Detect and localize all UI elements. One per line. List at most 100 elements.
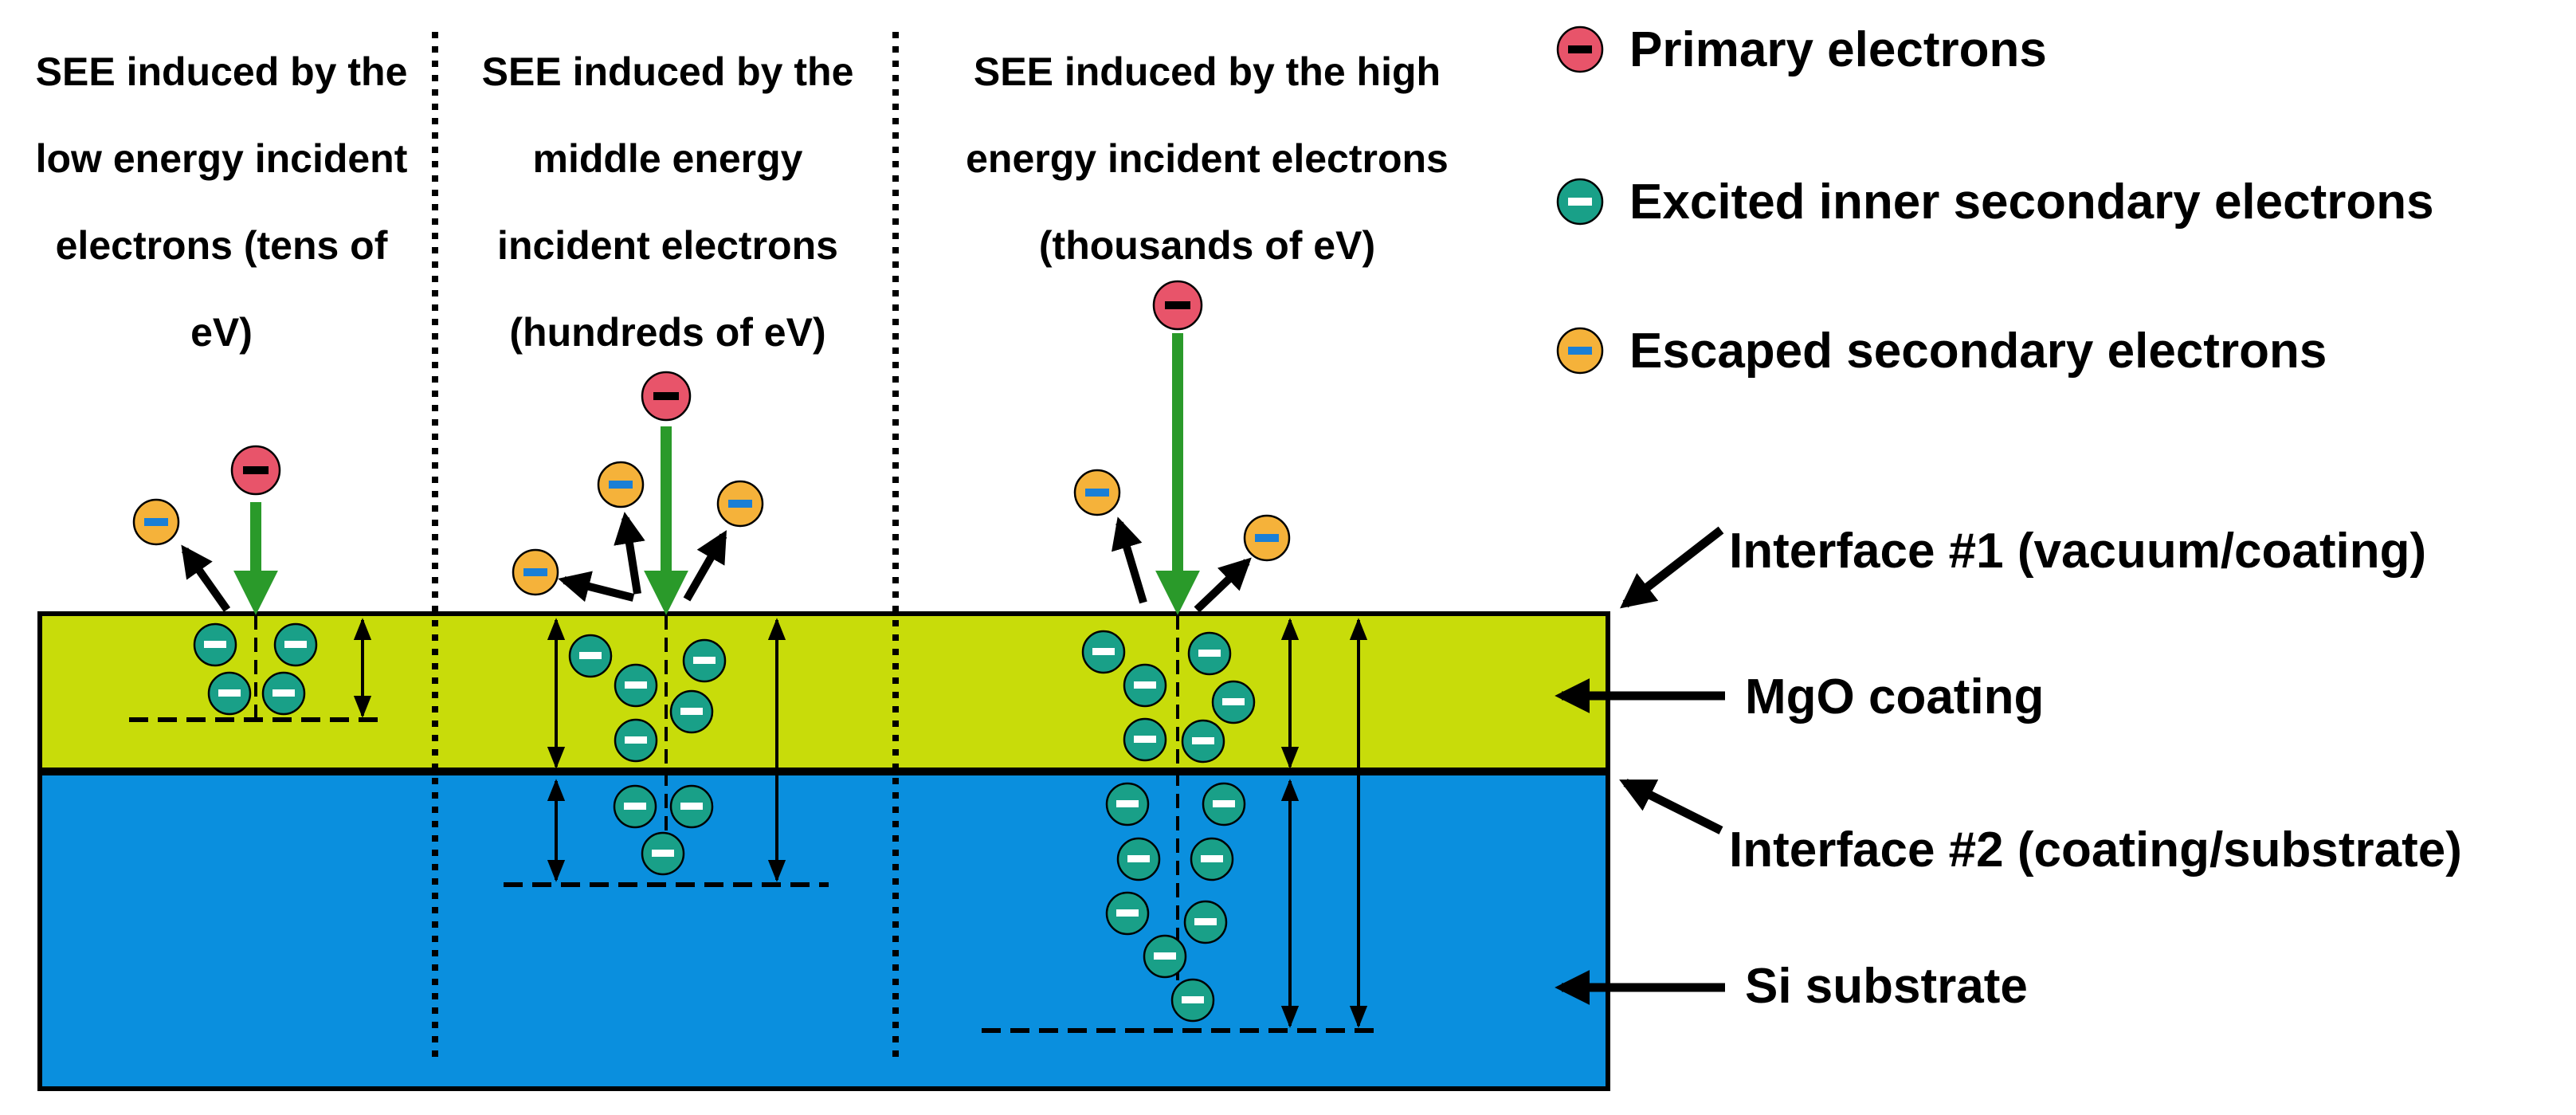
minus-mark	[1213, 800, 1235, 807]
escaped-electron	[716, 480, 764, 528]
escaped-electron	[1073, 469, 1121, 516]
inner-electron	[207, 671, 252, 716]
inner-electron	[193, 622, 237, 667]
middle-energy-scene	[504, 371, 829, 887]
minus-mark	[652, 850, 674, 857]
minus-mark	[243, 466, 269, 474]
primary-electron	[230, 445, 281, 496]
inner-electron	[1190, 837, 1234, 881]
minus-mark	[218, 689, 241, 697]
minus-mark	[1194, 918, 1217, 925]
minus-mark	[1192, 737, 1214, 744]
escaped-electron	[1243, 514, 1291, 562]
minus-mark	[1222, 698, 1245, 705]
primary-electron	[1152, 280, 1203, 331]
inner-electron	[614, 718, 658, 763]
inner-electron	[1183, 900, 1228, 944]
minus-mark	[680, 708, 703, 715]
minus-mark	[624, 803, 646, 810]
minus-mark	[653, 392, 679, 400]
minus-mark	[1198, 650, 1221, 657]
minus-mark	[680, 803, 703, 810]
column-heading-middle: SEE induced by the middle energy inciden…	[482, 49, 854, 355]
inner-electron	[261, 671, 306, 716]
interface-1-pointer	[1620, 526, 1724, 609]
escape-arrow	[181, 544, 231, 612]
escape-arrow	[1194, 557, 1252, 613]
minus-mark	[272, 689, 295, 697]
minus-mark	[625, 681, 647, 689]
inner-electron	[614, 663, 658, 708]
inner-electron	[613, 784, 657, 829]
heading-line: energy incident electrons	[966, 136, 1449, 181]
heading-line: electrons (tens of	[56, 223, 388, 268]
low-energy-scene	[129, 445, 386, 722]
minus-mark	[693, 657, 716, 664]
inner-electron	[273, 622, 318, 667]
escaped-electron	[512, 548, 559, 596]
heading-line: incident electrons	[497, 223, 838, 268]
column-heading-low: SEE induced by the low energy incident e…	[36, 49, 408, 355]
inner-electron	[1081, 630, 1126, 674]
heading-line: middle energy	[533, 136, 803, 181]
interface-1-label: Interface #1 (vacuum/coating)	[1729, 524, 2426, 579]
inner-electron	[1116, 837, 1161, 881]
inner-electron	[1123, 717, 1167, 762]
inner-electron	[1181, 719, 1225, 764]
minus-mark	[204, 641, 226, 648]
column-heading-high: SEE induced by the high energy incident …	[966, 49, 1449, 268]
minus-mark	[1568, 347, 1592, 355]
high-energy-scene	[982, 280, 1378, 1033]
minus-mark	[1092, 648, 1115, 655]
si-substrate-label: Si substrate	[1745, 959, 2028, 1014]
mgo-coating-label: MgO coating	[1745, 669, 2044, 724]
heading-line: SEE induced by the high	[974, 49, 1441, 94]
legend-escaped-secondary: Escaped secondary electrons	[1556, 324, 2327, 379]
minus-mark	[144, 518, 168, 526]
minus-mark	[1165, 301, 1190, 309]
inner-electron	[1105, 891, 1150, 936]
minus-mark	[1182, 996, 1204, 1003]
inner-electron	[1170, 978, 1215, 1023]
inner-electron	[1187, 631, 1232, 676]
legend-label: Excited inner secondary electrons	[1629, 175, 2434, 230]
escape-arrow	[683, 530, 727, 602]
minus-mark	[1154, 952, 1176, 960]
inner-electron	[1202, 782, 1246, 826]
minus-mark	[625, 736, 647, 744]
minus-mark	[1255, 534, 1279, 542]
primary-electron	[641, 371, 692, 422]
minus-mark	[579, 652, 602, 659]
legend-inner-secondary: Excited inner secondary electrons	[1556, 175, 2434, 230]
minus-mark	[284, 641, 307, 648]
heading-line: low energy incident	[36, 136, 408, 181]
minus-mark	[609, 481, 633, 489]
minus-mark	[1201, 855, 1223, 862]
inner-electron	[682, 638, 727, 683]
heading-line: SEE induced by the	[36, 49, 408, 94]
inner-electron	[669, 689, 714, 734]
escaped-electron	[132, 498, 180, 546]
interface-2-label: Interface #2 (coating/substrate)	[1729, 823, 2462, 877]
legend-primary: Primary electrons	[1556, 22, 2047, 77]
heading-line: (hundreds of eV)	[509, 310, 825, 355]
escape-arrow	[614, 512, 645, 595]
minus-mark	[523, 568, 547, 576]
minus-mark	[1116, 909, 1139, 917]
inner-electron	[641, 831, 685, 876]
escape-arrow	[558, 571, 635, 603]
legend: Primary electrons Excited inner secondar…	[1556, 22, 2434, 379]
escape-arrow	[1112, 516, 1147, 604]
minus-mark	[728, 500, 752, 508]
inner-electron	[1143, 934, 1187, 979]
inner-electron	[1211, 680, 1256, 724]
minus-mark	[1134, 681, 1156, 689]
inner-electron	[568, 634, 613, 678]
minus-mark	[1085, 489, 1109, 497]
legend-label: Primary electrons	[1629, 22, 2047, 77]
minus-mark	[1568, 45, 1592, 53]
heading-line: eV)	[190, 310, 253, 355]
interface-2-pointer	[1619, 779, 1723, 834]
minus-mark	[1134, 736, 1156, 743]
